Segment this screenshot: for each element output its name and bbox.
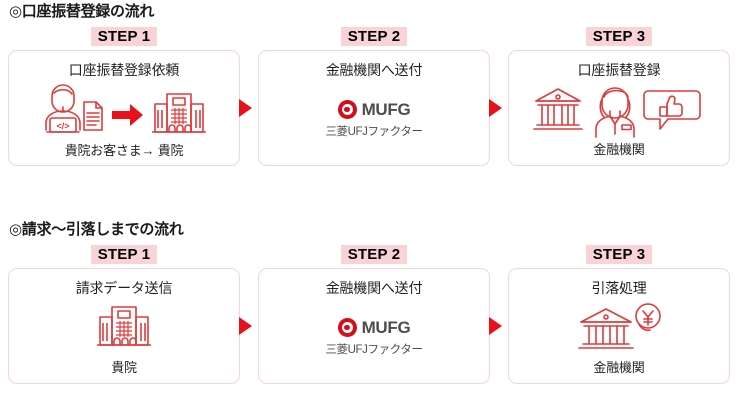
icon-area: MUFG 三菱UFJファクター xyxy=(259,298,489,376)
mufg-brand-block: MUFG 三菱UFJファクター xyxy=(325,99,423,139)
icon-area: MUFG 三菱UFJファクター xyxy=(259,80,489,158)
mufg-logo-line: MUFG xyxy=(337,317,411,338)
step-badge: STEP 3 xyxy=(585,245,653,264)
step-column-3: STEP 3 引落処理 xyxy=(508,245,730,384)
mufg-logo-ring xyxy=(341,322,353,333)
step-label-wrap: STEP 3 xyxy=(508,27,730,47)
section-heading: ◎口座振替登録の流れ xyxy=(9,3,155,20)
step-box-1: 口座振替登録依頼 </> xyxy=(8,50,240,166)
step-caption: 金融機関 xyxy=(593,360,645,375)
step-label-wrap: STEP 3 xyxy=(508,245,730,265)
yen-coin-icon xyxy=(635,302,661,331)
step-box-3: 引落処理 xyxy=(508,268,730,384)
step-badge: STEP 3 xyxy=(585,27,653,46)
request-flow-illustration: </> xyxy=(45,84,206,133)
step-column-2: STEP 2 金融機関へ送付 MUFG 三菱U xyxy=(258,27,490,166)
step-box-3: 口座振替登録 xyxy=(508,50,730,166)
flow-section-billing-withdrawal: ◎請求～引落しまでの流れ STEP 1 請求データ送信 xyxy=(0,218,736,395)
step-title: 請求データ送信 xyxy=(75,280,173,296)
step-caption: 金融機関 xyxy=(593,142,645,157)
mufg-brand-block: MUFG 三菱UFJファクター xyxy=(325,317,423,357)
flow-section-account-transfer: ◎口座振替登録の流れ STEP 1 口座振替登録依頼 xyxy=(0,0,736,177)
mufg-logo-dot xyxy=(344,106,350,113)
icon-area xyxy=(509,80,729,139)
step-title: 口座振替登録 xyxy=(577,62,661,78)
withdrawal-illustration xyxy=(578,302,661,349)
step-label-wrap: STEP 2 xyxy=(258,245,490,265)
connector-arrow-2 xyxy=(489,99,502,117)
step-box-1: 請求データ送信 xyxy=(8,268,240,384)
step-caption: 貴院 xyxy=(111,360,137,375)
mufg-logo-ring xyxy=(341,104,353,115)
connector-arrow-1 xyxy=(239,317,252,335)
bank-building-icon xyxy=(533,87,583,130)
icon-area xyxy=(9,298,239,357)
icon-area xyxy=(509,298,729,357)
person-laptop-icon: </> xyxy=(45,84,81,133)
mufg-subtitle: 三菱UFJファクター xyxy=(325,343,423,356)
step-label-wrap: STEP 1 xyxy=(8,245,240,265)
step-title: 口座振替登録依頼 xyxy=(68,62,180,78)
step-box-2: 金融機関へ送付 MUFG 三菱UFJファクター xyxy=(258,268,490,384)
document-icon xyxy=(83,101,103,131)
bank-clerk-icon xyxy=(595,86,635,138)
step-title: 金融機関へ送付 xyxy=(325,280,423,296)
mufg-logo-dot xyxy=(344,324,350,331)
bank-building-icon xyxy=(578,307,634,349)
step-column-2: STEP 2 金融機関へ送付 MUFG 三菱U xyxy=(258,245,490,384)
mufg-logo-icon xyxy=(337,318,357,337)
step-badge: STEP 1 xyxy=(90,27,158,46)
step-caption: 貴院お客さま→ 貴院 xyxy=(64,143,184,158)
mufg-logo-icon xyxy=(337,100,357,119)
step-title: 引落処理 xyxy=(591,280,647,296)
hospital-building-icon xyxy=(152,93,206,133)
step-badge: STEP 2 xyxy=(340,245,408,264)
step-label-wrap: STEP 1 xyxy=(8,27,240,47)
step-column-1: STEP 1 請求データ送信 xyxy=(8,245,240,384)
step-title: 金融機関へ送付 xyxy=(325,62,423,78)
mufg-logo-line: MUFG xyxy=(337,99,411,120)
registration-illustration xyxy=(533,86,701,138)
mufg-wordmark: MUFG xyxy=(361,99,411,119)
icon-area: </> xyxy=(9,80,239,140)
section-heading: ◎請求～引落しまでの流れ xyxy=(9,221,184,238)
step-badge: STEP 1 xyxy=(90,245,158,264)
mufg-subtitle: 三菱UFJファクター xyxy=(325,125,423,138)
connector-arrow-2 xyxy=(489,317,502,335)
step-badge: STEP 2 xyxy=(340,27,408,46)
step-box-2: 金融機関へ送付 MUFG 三菱UFJファクター xyxy=(258,50,490,166)
steps-row: STEP 1 口座振替登録依頼 xyxy=(0,27,736,177)
thumbs-up-bubble-icon xyxy=(643,89,701,130)
step-label-wrap: STEP 2 xyxy=(258,27,490,47)
svg-text:</>: </> xyxy=(56,121,69,131)
step-column-1: STEP 1 口座振替登録依頼 xyxy=(8,27,240,166)
steps-row: STEP 1 請求データ送信 xyxy=(0,245,736,395)
hospital-illustration xyxy=(97,305,151,346)
mufg-wordmark: MUFG xyxy=(361,317,411,337)
hospital-building-icon xyxy=(97,305,151,346)
arrow-right-icon xyxy=(112,104,143,126)
step-column-3: STEP 3 口座振替登録 xyxy=(508,27,730,166)
connector-arrow-1 xyxy=(239,99,252,117)
